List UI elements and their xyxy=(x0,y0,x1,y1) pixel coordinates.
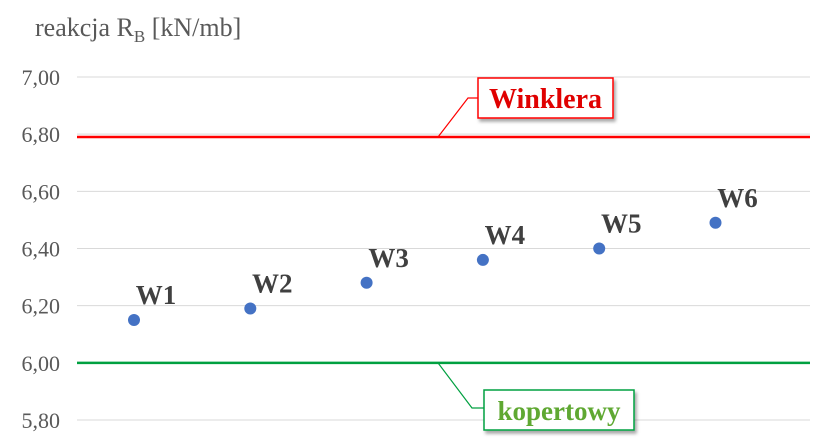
data-label: W3 xyxy=(368,243,409,273)
y-axis-title: reakcja RB [kN/mb] xyxy=(35,13,241,46)
data-points: W1 W2 W3 W4 W5 W6 xyxy=(128,183,758,326)
data-point xyxy=(244,302,257,315)
y-axis-title-unit: [kN/mb] xyxy=(145,13,241,42)
y-axis-title-subscript: B xyxy=(134,27,145,46)
y-tick-labels: 7,00 6,80 6,60 6,40 6,20 6,00 5,80 xyxy=(22,65,61,433)
data-point xyxy=(709,216,722,229)
data-label: W5 xyxy=(601,209,642,239)
gridlines xyxy=(77,76,810,421)
data-point xyxy=(360,276,373,289)
y-tick-label: 7,00 xyxy=(22,65,61,90)
y-tick-label: 6,40 xyxy=(22,237,61,262)
data-point xyxy=(128,313,140,326)
data-label: W2 xyxy=(252,269,293,299)
reference-lines: Winklera kopertowy xyxy=(77,77,810,431)
callout-label: Winklera xyxy=(489,84,602,115)
callout-label: kopertowy xyxy=(498,396,621,426)
y-tick-label: 6,20 xyxy=(22,294,61,319)
data-point xyxy=(476,253,489,266)
data-label: W4 xyxy=(485,220,526,250)
y-tick-label: 6,60 xyxy=(22,179,61,204)
callout-leader xyxy=(437,362,484,409)
data-label: W6 xyxy=(717,183,758,213)
callout-leader xyxy=(437,97,478,138)
y-tick-label: 6,00 xyxy=(22,351,61,376)
y-tick-label: 6,80 xyxy=(22,122,61,147)
data-point xyxy=(593,242,606,255)
callout-box xyxy=(477,77,614,119)
callout-box xyxy=(483,389,635,431)
data-label: W1 xyxy=(136,280,177,310)
y-axis-title-main: reakcja R xyxy=(35,13,135,42)
y-tick-label: 5,80 xyxy=(22,408,61,433)
